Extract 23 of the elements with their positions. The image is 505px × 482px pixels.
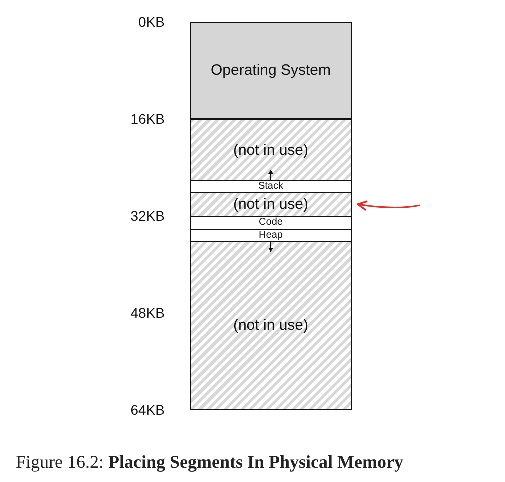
- free-memory-region: [190, 241, 352, 410]
- memory-segment: [190, 180, 352, 193]
- address-label: 48KB: [130, 305, 165, 321]
- free-memory-region: [190, 119, 352, 181]
- address-label: 16KB: [130, 111, 165, 127]
- segment-label: Stack: [258, 182, 284, 192]
- segment-label: (not in use): [233, 197, 309, 212]
- memory-segment: [190, 216, 352, 230]
- address-label: 0KB: [138, 14, 165, 30]
- address-label: 64KB: [130, 402, 165, 418]
- segment-label: Code: [259, 218, 283, 228]
- segment-label: Operating System: [210, 63, 332, 78]
- memory-segment: [190, 229, 352, 242]
- figure-caption: Figure 16.2: Placing Segments In Physical Memory: [16, 452, 404, 473]
- arrow: [357, 200, 420, 212]
- address-label: 32KB: [130, 208, 165, 224]
- segment-label: (not in use): [233, 318, 309, 333]
- free-memory-region: [190, 192, 352, 217]
- segment-label: (not in use): [233, 142, 309, 158]
- segment-label: Heap: [259, 230, 283, 240]
- arrow: [268, 170, 274, 180]
- memory-segment: [190, 22, 352, 119]
- arrow: [268, 242, 274, 252]
